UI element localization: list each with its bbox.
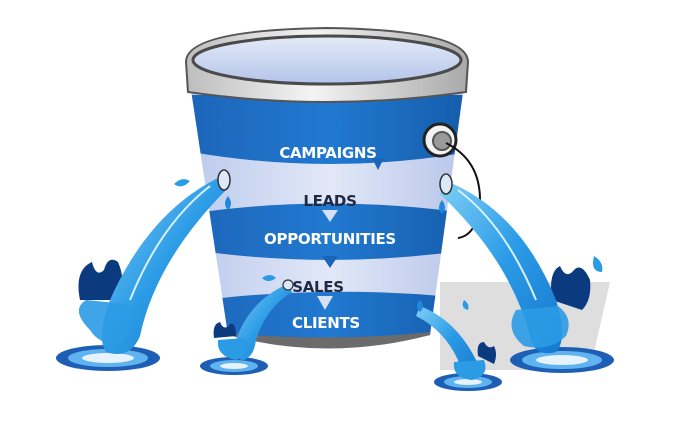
- stage-campaigns: CAMPAIGNS: [279, 144, 376, 162]
- band-campaigns: [188, 95, 466, 164]
- bucket-rim: [184, 26, 470, 103]
- leak-left-large: [56, 169, 231, 371]
- funnel-stages: CAMPAIGNS LEADS OPPORTUNITIES SALES CLIE…: [264, 144, 396, 332]
- leak-right-small: [416, 300, 502, 391]
- stage-leads: LEADS: [303, 192, 356, 210]
- stage-opportunities: OPPORTUNITIES: [264, 230, 396, 248]
- leak-right-large: [439, 173, 614, 373]
- leak-left-small: [200, 275, 294, 375]
- stage-sales: SALES: [292, 278, 344, 296]
- band-opportunities: [188, 203, 466, 260]
- stage-clients: CLIENTS: [292, 314, 360, 332]
